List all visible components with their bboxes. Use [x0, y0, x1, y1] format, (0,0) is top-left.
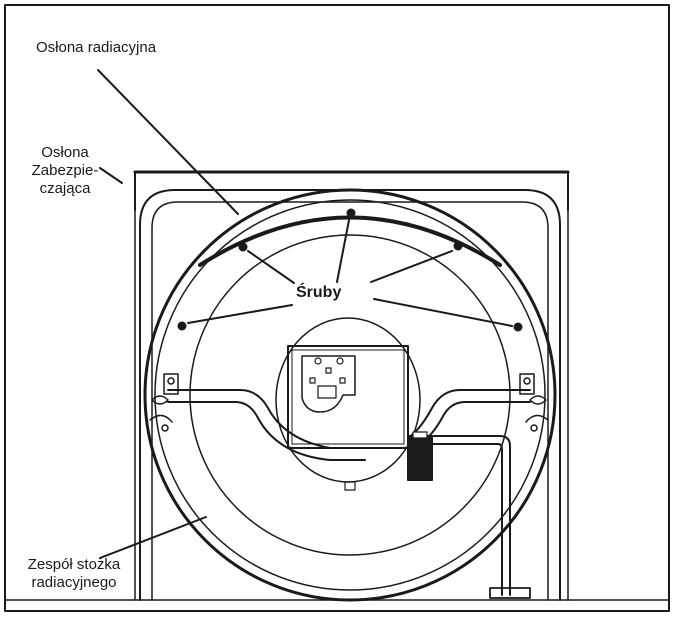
leader-cone-assembly	[99, 516, 207, 559]
label-cone-assembly: Zespół stożka radiacyjnego	[4, 556, 144, 592]
left-bracket	[149, 373, 179, 432]
burner-plate	[287, 345, 409, 449]
right-bracket	[519, 373, 549, 432]
leader-screw-right	[373, 298, 513, 327]
leader-radiation-shield	[97, 69, 239, 215]
label-safety-shield-line3: czająca	[39, 180, 91, 197]
label-screws: Śruby	[296, 284, 342, 301]
screw-dots	[177, 208, 523, 332]
figure-border	[4, 4, 670, 612]
label-safety-shield: Osłona Zabezpie- czająca	[10, 144, 120, 198]
label-safety-shield-line1: Osłona	[41, 144, 89, 161]
small-knob	[344, 481, 356, 491]
screw-left	[177, 321, 187, 331]
label-safety-shield-line2: Zabezpie-	[31, 162, 99, 179]
screw-top	[346, 208, 356, 218]
label-cone-assembly-line1: Zespół stożka	[27, 556, 121, 573]
screw-right	[513, 322, 523, 332]
leader-screw-upper-right	[370, 250, 453, 283]
leader-screw-top	[336, 219, 350, 283]
label-cone-assembly-line2: radiacyjnego	[31, 574, 117, 591]
screw-upper-left	[238, 242, 248, 252]
label-radiation-shield: Osłona radiacyjna	[36, 39, 157, 56]
leader-screw-upper-left	[247, 250, 295, 284]
valve-block	[407, 435, 433, 481]
screw-upper-right	[453, 241, 463, 251]
leader-safety-shield	[99, 167, 123, 184]
leader-lines	[97, 69, 513, 559]
leader-screw-left	[187, 304, 293, 324]
